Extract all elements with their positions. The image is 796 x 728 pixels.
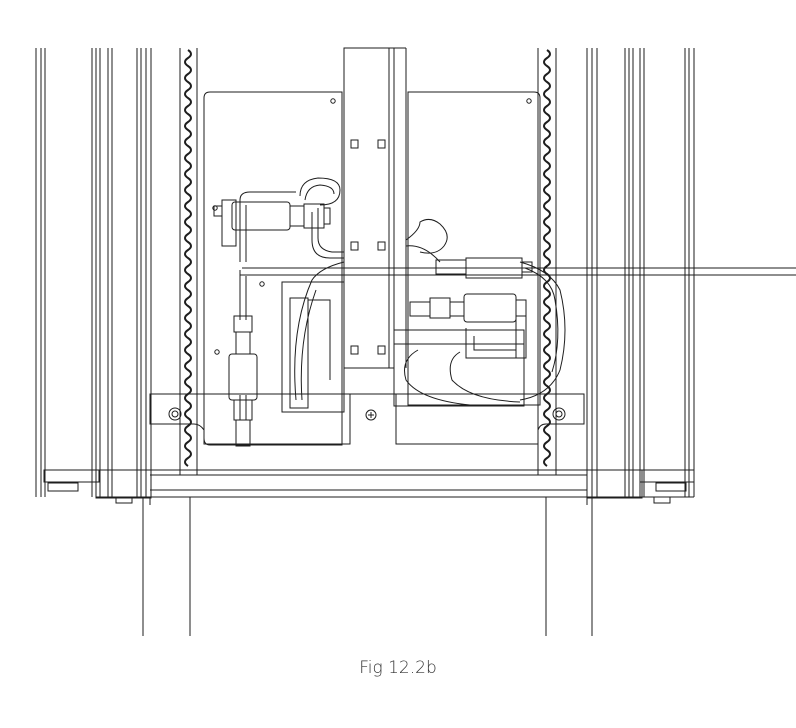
central-vertical-bar xyxy=(343,47,407,369)
figure-caption: Fig 12.2b xyxy=(359,658,437,678)
bottom-bracket-left xyxy=(149,393,351,445)
base-plate xyxy=(96,469,694,504)
cables xyxy=(239,177,796,420)
left-pillar xyxy=(35,48,152,499)
right-pillar xyxy=(586,48,695,499)
technical-line-drawing xyxy=(35,47,796,636)
right-chain-track xyxy=(537,48,557,475)
inner-housing xyxy=(281,281,525,413)
connector-top-left xyxy=(213,199,331,247)
connector-right xyxy=(409,257,533,359)
left-chain-track xyxy=(179,48,198,475)
right-back-panel xyxy=(407,91,541,406)
support-legs xyxy=(142,497,593,636)
connector-left-vertical xyxy=(228,315,258,447)
bottom-bracket-right xyxy=(395,393,585,445)
center-screw xyxy=(350,393,396,421)
